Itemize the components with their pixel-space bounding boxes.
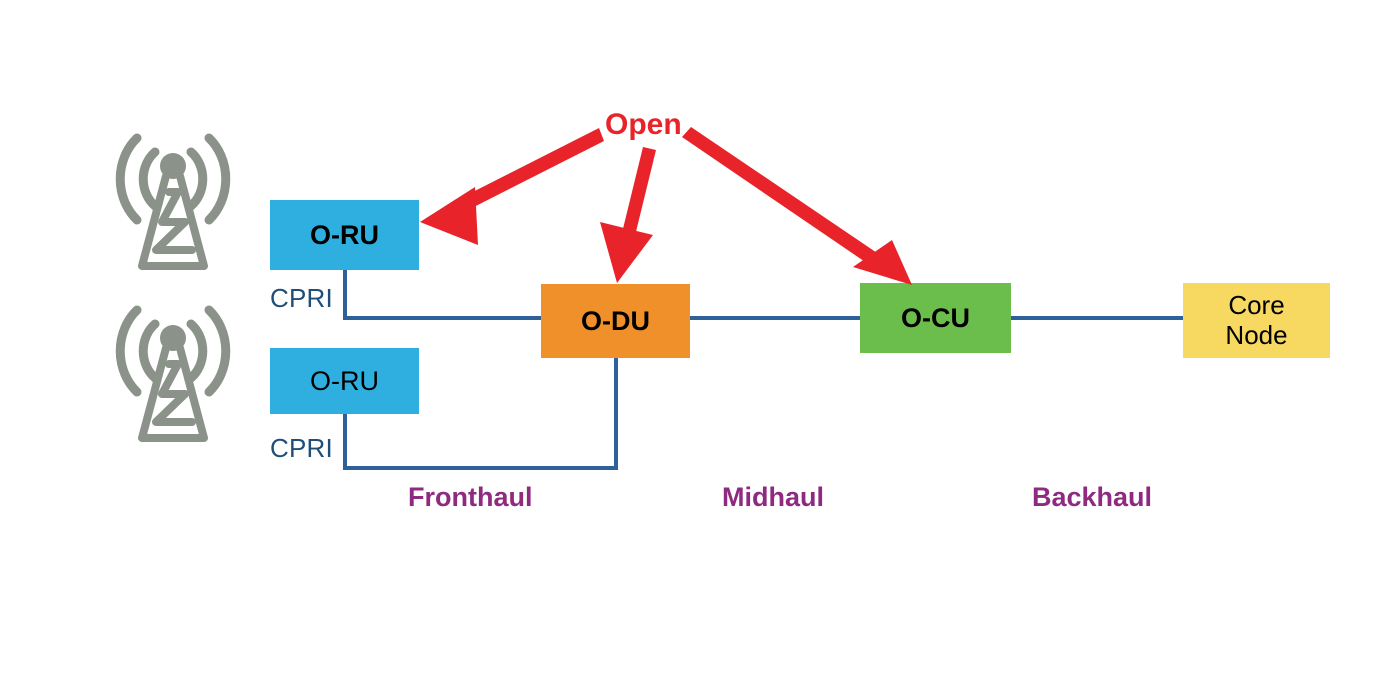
open-arrow-to-oru: [420, 128, 604, 245]
node-label-oru-1: O-RU: [310, 219, 379, 250]
node-label-odu: O-DU: [581, 305, 650, 336]
node-box-odu[interactable]: O-DU: [541, 284, 690, 358]
cell-tower-icon: [115, 305, 231, 442]
node-box-oru-2[interactable]: O-RU: [270, 348, 419, 414]
segment-label-fronthaul: Fronthaul: [408, 482, 533, 512]
cpri-label-1: CPRI: [270, 283, 333, 313]
link-oru1-to-odu: [343, 268, 545, 320]
node-label-ocu: O-CU: [901, 302, 970, 333]
node-label-oru-2: O-RU: [310, 365, 379, 396]
node-box-oru-1[interactable]: O-RU: [270, 200, 419, 270]
cell-tower-icon: [115, 133, 231, 270]
open-arrow-to-ocu: [682, 127, 912, 285]
segment-label-midhaul: Midhaul: [722, 482, 824, 512]
open-arrow-to-odu: [600, 147, 656, 283]
link-oru2-to-odu: [343, 356, 618, 470]
open-annotation-label: Open: [605, 108, 682, 141]
segment-label-backhaul: Backhaul: [1032, 482, 1153, 512]
cpri-label-2: CPRI: [270, 433, 333, 463]
node-box-ocu[interactable]: O-CU: [860, 283, 1011, 353]
